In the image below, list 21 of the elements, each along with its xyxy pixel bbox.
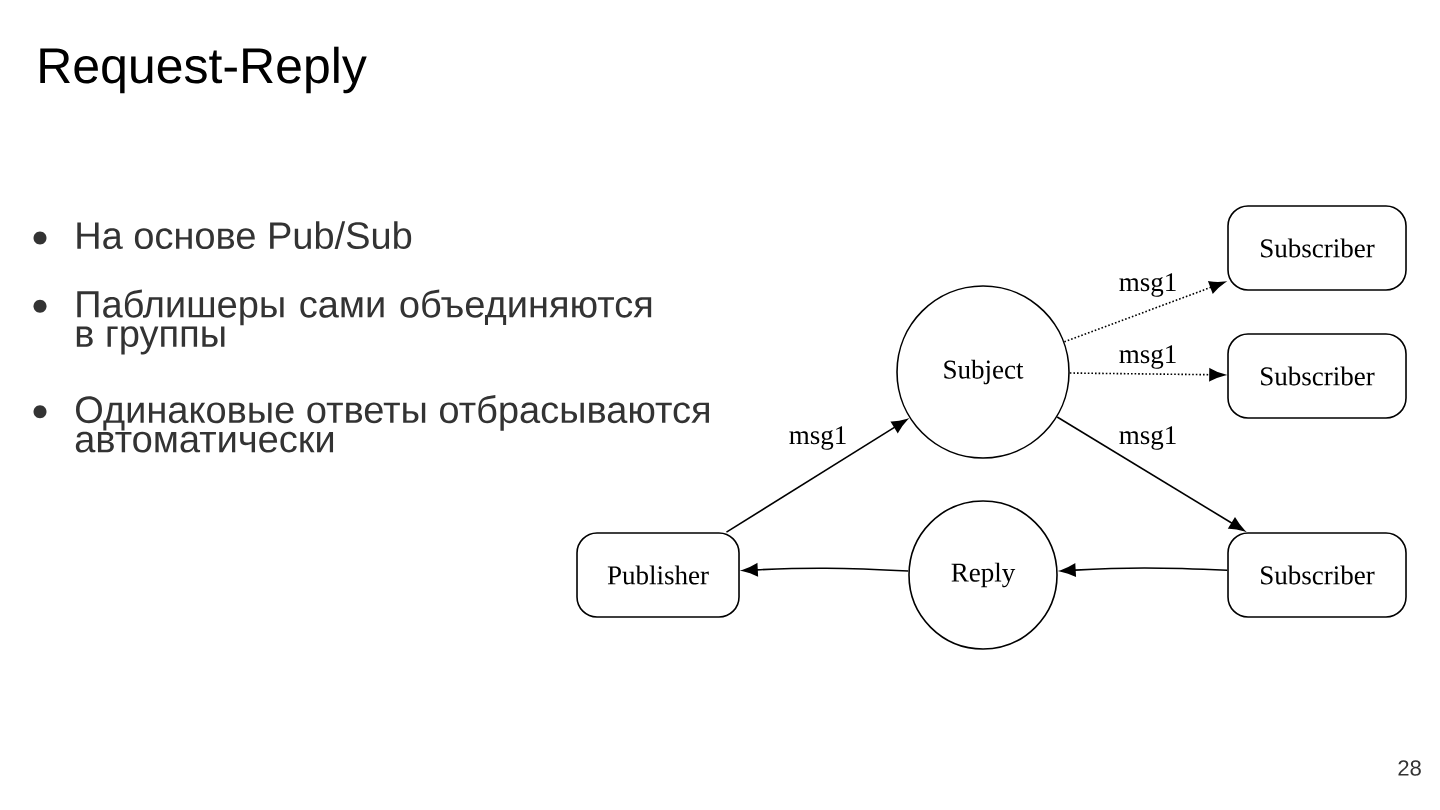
arrow bbox=[1056, 416, 1245, 532]
arrow bbox=[1063, 281, 1225, 343]
bullet-text: На основе Pub/Sub bbox=[77, 221, 412, 250]
bullet-text: Одинаковые ответы отбрасываются автоматически bbox=[75, 394, 709, 453]
circle-node: Reply bbox=[908, 500, 1058, 650]
rounded-box: Subscriber bbox=[1227, 333, 1407, 419]
arrow bbox=[725, 418, 908, 533]
circle-node: Subject bbox=[896, 285, 1070, 459]
rounded-box: Subscriber bbox=[1227, 532, 1407, 618]
edge-label: msg1 bbox=[1117, 344, 1179, 370]
arrow bbox=[1060, 563, 1228, 577]
arrow bbox=[1069, 368, 1225, 382]
rounded-box: Publisher bbox=[576, 532, 740, 618]
bullet-text: Паблишеры сами объединяются в группы bbox=[76, 289, 652, 355]
arrow bbox=[742, 563, 910, 577]
rounded-box: Subscriber bbox=[1227, 205, 1407, 291]
slide-title: Request-Reply bbox=[40, 46, 367, 94]
edge-label: msg1 bbox=[1117, 272, 1179, 298]
page-number: 28 bbox=[1398, 760, 1421, 776]
edge-label: msg1 bbox=[1117, 425, 1179, 451]
edge-label: msg1 bbox=[787, 425, 849, 451]
